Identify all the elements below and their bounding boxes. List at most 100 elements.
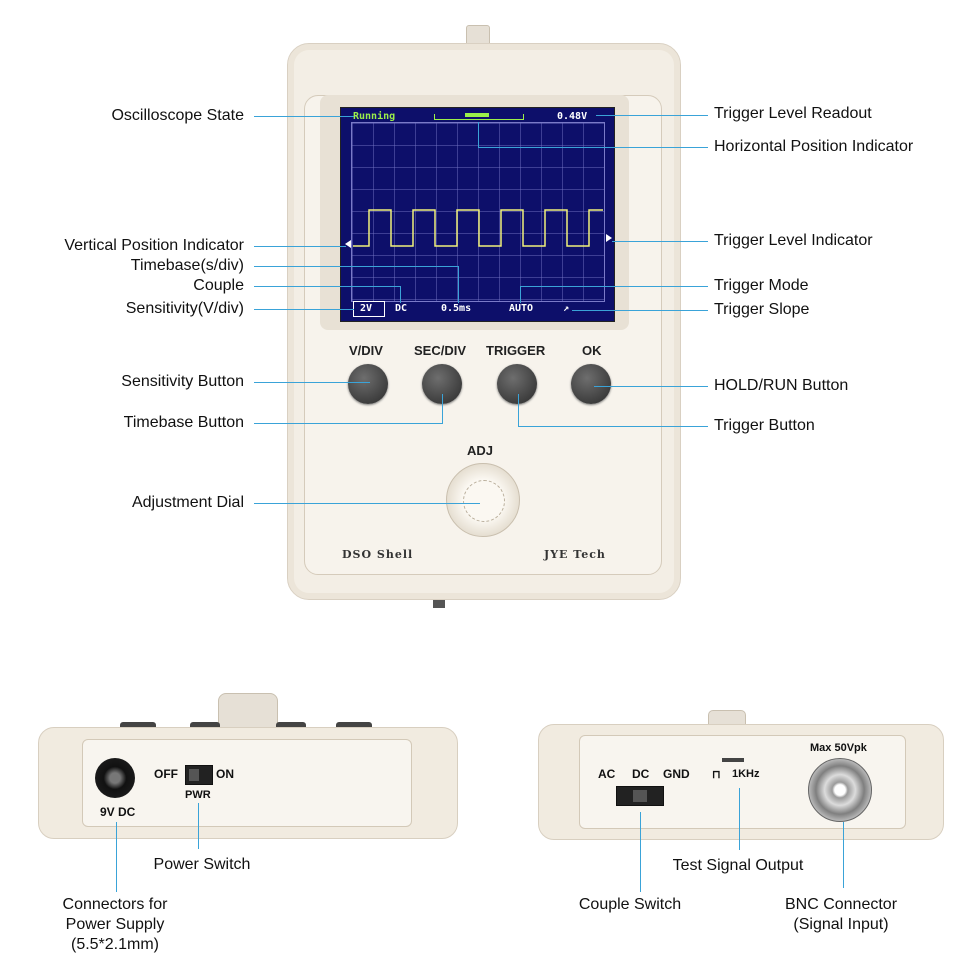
callout-couple: Couple	[193, 277, 244, 294]
leader-line	[518, 394, 519, 427]
couple-switch-slider	[633, 790, 647, 802]
leader-line	[254, 309, 354, 310]
lcd-screen: Running 0.48V 2V DC 0.5ms AUTO ↗	[340, 107, 615, 322]
leader-line	[116, 822, 117, 892]
secdiv-label: SEC/DIV	[414, 343, 467, 358]
button-stub	[276, 722, 306, 730]
callout-trigger-level-readout: Trigger Level Readout	[714, 105, 872, 122]
callout-sensitivity-button: Sensitivity Button	[121, 373, 244, 390]
leader-line	[254, 286, 400, 287]
callout-trigger-level-indicator: Trigger Level Indicator	[714, 232, 873, 249]
test-signal-label: 1KHz	[732, 768, 760, 780]
callout-horizontal-position: Horizontal Position Indicator	[714, 138, 914, 155]
callout-vertical-position: Vertical Position Indicator	[64, 237, 244, 254]
side-panel	[82, 739, 412, 827]
timebase-readout: 0.5ms	[441, 303, 472, 314]
leader-line	[254, 246, 346, 247]
couple-dc-label: DC	[632, 767, 650, 781]
callout-couple-switch: Couple Switch	[578, 896, 682, 913]
adjustment-dial[interactable]	[446, 463, 520, 537]
callout-power-switch: Power Switch	[153, 856, 251, 873]
brand-left: DSO Shell	[342, 548, 414, 561]
leader-line	[520, 286, 708, 287]
leader-line	[478, 122, 479, 148]
leader-line	[198, 803, 199, 849]
couple-readout: DC	[395, 303, 408, 314]
callout-trigger-button: Trigger Button	[714, 417, 815, 434]
callout-power-connector-3: (5.5*2.1mm)	[70, 936, 160, 953]
leader-line	[254, 116, 354, 117]
leader-line	[254, 503, 480, 504]
max-voltage-label: Max 50Vpk	[810, 742, 867, 754]
leader-line	[442, 394, 443, 424]
leader-line	[572, 310, 708, 311]
horizontal-position-marker	[465, 113, 489, 117]
leader-line	[843, 822, 844, 888]
couple-ac-label: AC	[598, 767, 616, 781]
leader-line	[400, 286, 401, 303]
callout-bnc-1: BNC Connector	[784, 896, 898, 913]
trigger-level-marker	[606, 234, 612, 242]
ok-label: OK	[582, 343, 602, 358]
callout-hold-run-button: HOLD/RUN Button	[714, 377, 849, 394]
trigger-mode-readout: AUTO	[509, 303, 534, 314]
adj-label: ADJ	[467, 443, 494, 458]
power-jack[interactable]	[95, 758, 135, 798]
vdiv-label: V/DIV	[349, 343, 383, 358]
switch-on-label: ON	[216, 767, 234, 781]
square-wave-trace	[353, 209, 603, 247]
leader-line	[612, 241, 708, 242]
leader-line	[596, 115, 708, 116]
ok-button[interactable]	[571, 364, 611, 404]
horizontal-position-bar	[434, 114, 524, 120]
leader-line	[458, 266, 459, 303]
leader-line	[739, 788, 740, 850]
switch-slider	[189, 769, 199, 781]
brand-right: JYE Tech	[544, 548, 606, 561]
callout-oscilloscope-state: Oscilloscope State	[111, 107, 244, 124]
trigger-slope-readout: ↗	[563, 303, 570, 314]
leader-line	[254, 423, 442, 424]
leader-line	[520, 286, 521, 303]
callout-adjustment-dial: Adjustment Dial	[131, 494, 244, 511]
trigger-level-readout: 0.48V	[557, 111, 588, 122]
vdiv-button[interactable]	[348, 364, 388, 404]
leader-line	[640, 812, 641, 892]
couple-gnd-label: GND	[663, 767, 690, 781]
vertical-position-marker	[345, 240, 351, 248]
waveform-svg	[345, 209, 612, 248]
bnc-connector[interactable]	[808, 758, 872, 822]
leader-line	[594, 386, 708, 387]
button-stub	[336, 722, 372, 730]
state-readout: Running	[353, 111, 396, 122]
pwr-label: PWR	[185, 789, 211, 801]
callout-power-connector-1: Connectors for	[62, 896, 168, 913]
callout-test-signal-output: Test Signal Output	[672, 857, 804, 874]
leader-line	[518, 426, 708, 427]
leader-line	[254, 382, 370, 383]
sensitivity-readout: 2V	[360, 303, 373, 314]
jack-label: 9V DC	[100, 805, 136, 819]
couple-switch[interactable]	[616, 786, 664, 806]
button-stub	[190, 722, 220, 730]
callout-trigger-mode: Trigger Mode	[714, 277, 809, 294]
screen-grid	[351, 122, 605, 302]
callout-bnc-2: (Signal Input)	[793, 916, 889, 933]
trigger-button[interactable]	[497, 364, 537, 404]
callout-timebase-button: Timebase Button	[123, 414, 244, 431]
button-stub	[120, 722, 156, 730]
switch-off-label: OFF	[154, 767, 178, 781]
square-wave-icon: ⊓	[712, 769, 721, 781]
test-signal-pin[interactable]	[722, 758, 744, 762]
encoder-knob-side	[218, 693, 278, 729]
leader-line	[478, 147, 708, 148]
callout-timebase: Timebase(s/div)	[130, 257, 244, 274]
power-switch[interactable]	[185, 765, 213, 785]
callout-power-connector-2: Power Supply	[65, 916, 165, 933]
dial-grip	[463, 480, 505, 522]
trigger-label: TRIGGER	[486, 343, 546, 358]
leader-line	[254, 266, 458, 267]
callout-trigger-slope: Trigger Slope	[714, 301, 810, 318]
bottom-connector-stub	[433, 598, 445, 608]
callout-sensitivity: Sensitivity(V/div)	[125, 300, 244, 317]
